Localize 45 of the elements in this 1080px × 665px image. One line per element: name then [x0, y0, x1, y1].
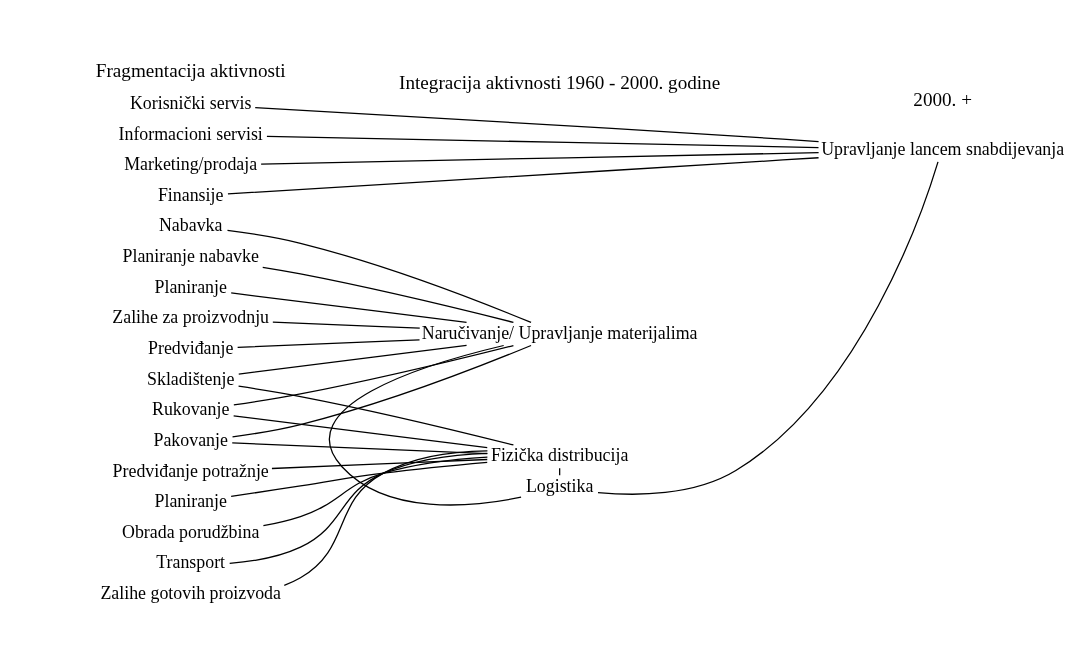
node-text: Obrada porudžbina	[122, 521, 260, 542]
connector	[229, 452, 488, 564]
connector	[237, 385, 515, 446]
label: Fragmentacija aktivnosti	[95, 59, 286, 81]
connector	[230, 291, 468, 323]
connector	[272, 320, 421, 329]
node-text: Finansije	[157, 184, 224, 205]
connector	[262, 266, 515, 323]
connector	[227, 156, 820, 195]
node-text: Skladištenje	[147, 368, 235, 389]
connector	[226, 229, 532, 323]
label: Integracija aktivnosti 1960 - 2000. godine	[399, 71, 721, 93]
connector	[238, 344, 468, 375]
node-text: Predviđanje	[148, 337, 234, 358]
node-text: Informacioni servisi	[118, 123, 263, 144]
node-text: Planiranje nabavke	[122, 245, 259, 266]
node-text: Predviđanje potražnje	[112, 460, 269, 481]
connector	[233, 344, 515, 406]
node-text: Transport	[156, 551, 226, 572]
connector	[237, 338, 421, 348]
label: 2000. +	[913, 88, 972, 110]
connector	[271, 458, 488, 469]
node-text: Naručivanje/ Upravljanje materijalima	[421, 322, 698, 343]
connector	[597, 160, 939, 495]
node-text: Logistika	[525, 475, 594, 496]
node-text: Upravljanje lancem snabdijevanja	[821, 138, 1065, 159]
node-text: Zalihe za proizvodnju	[112, 306, 270, 327]
connector	[260, 151, 820, 165]
node-text: Zalihe gotovih proizvoda	[100, 582, 281, 603]
connector	[233, 414, 488, 448]
node-text: Planiranje	[154, 490, 227, 511]
connector	[230, 461, 488, 497]
connector	[266, 135, 820, 148]
node-text: Rukovanje	[151, 398, 230, 419]
connector	[262, 455, 489, 526]
node-text: Fizička distribucija	[490, 444, 629, 465]
connector	[231, 344, 532, 437]
node-text: Nabavka	[158, 214, 223, 235]
node-text: Pakovanje	[153, 429, 228, 450]
node-text: Planiranje	[154, 276, 227, 297]
connector	[254, 106, 820, 142]
node-text: Korisnički servis	[129, 92, 252, 113]
connector	[328, 344, 522, 506]
node-text: Marketing/prodaja	[124, 153, 258, 174]
connector	[283, 449, 489, 586]
